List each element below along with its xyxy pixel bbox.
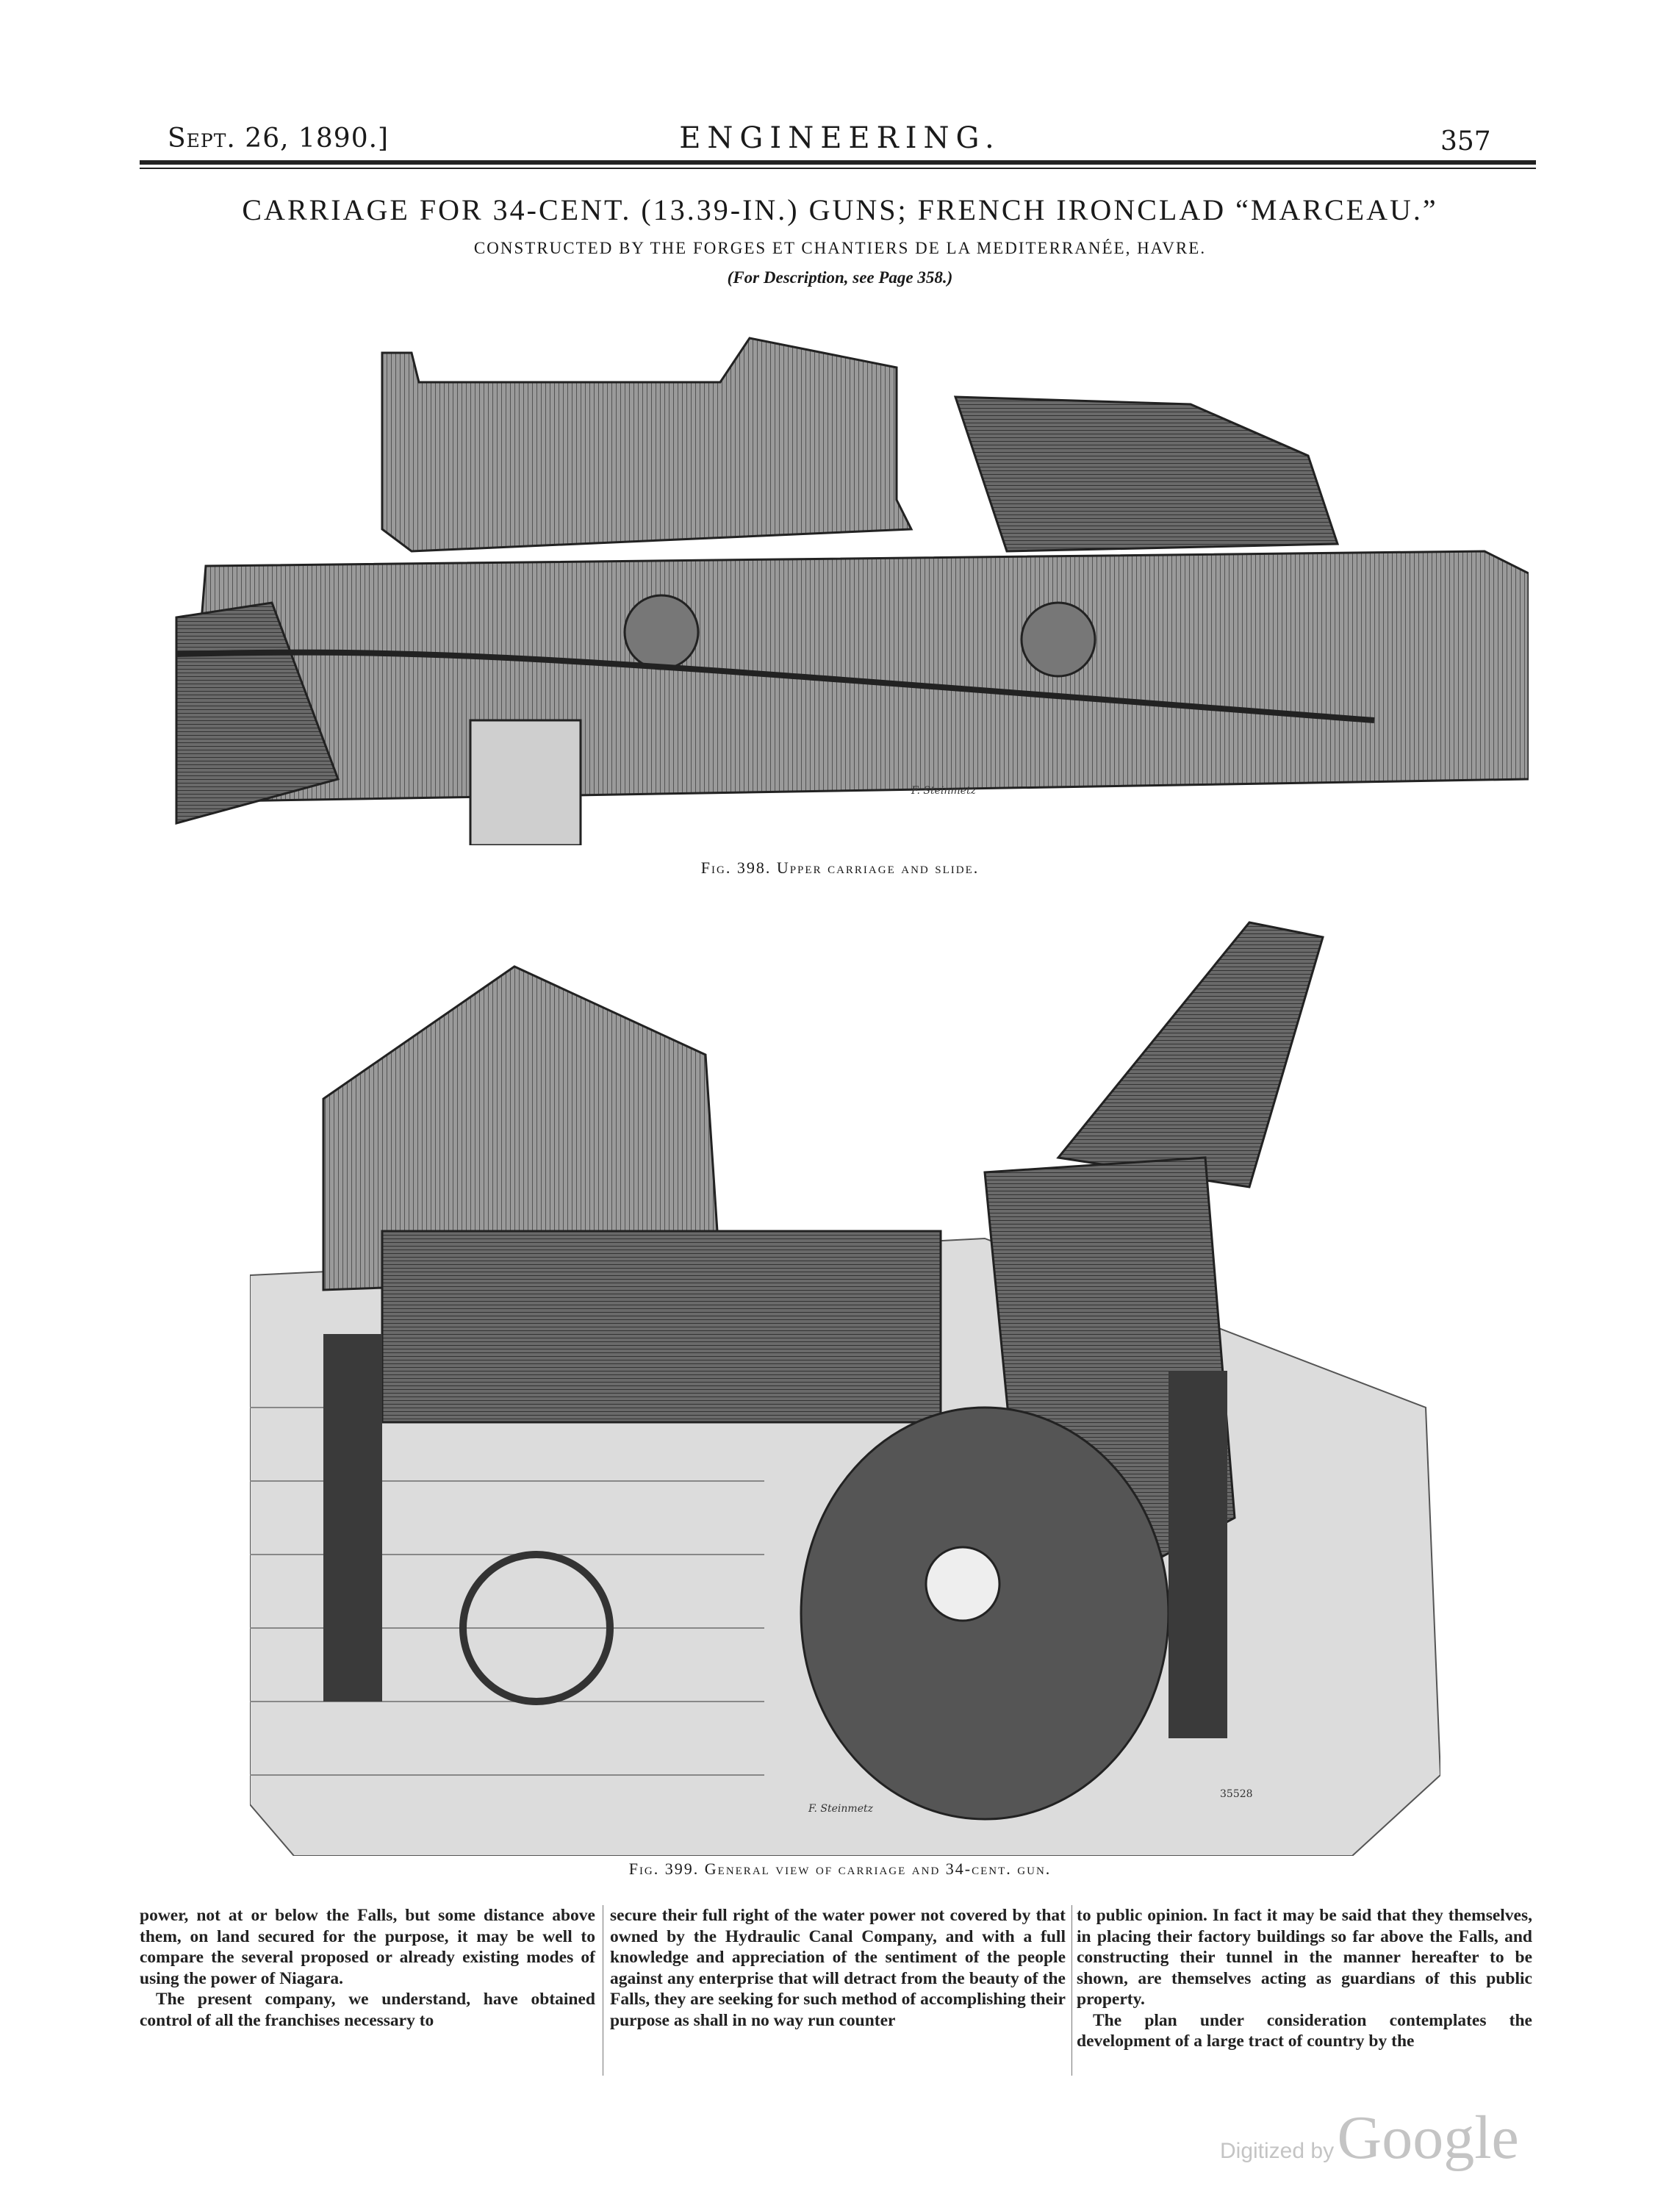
- figure-399-signature: F. Steinmetz: [808, 1803, 874, 1815]
- paragraph: The plan under consideration contemplate…: [1077, 2010, 1532, 2051]
- header-date: Sept. 26, 1890.]: [168, 123, 390, 154]
- figure-398-signature: F. Steinmetz: [911, 785, 977, 797]
- body-column-3: to public opinion. In fact it may be sai…: [1077, 1905, 1532, 2052]
- paragraph: The present company, we understand, have…: [140, 1990, 595, 2030]
- header-rule-thick: [140, 160, 1536, 165]
- body-column-2: secure their full right of the water pow…: [610, 1905, 1066, 2031]
- watermark-brand: Google: [1337, 2104, 1519, 2172]
- header-rule-thin: [140, 168, 1536, 169]
- description-reference: (For Description, see Page 358.): [727, 268, 953, 287]
- article-subtitle: CONSTRUCTED BY THE FORGES ET CHANTIERS D…: [473, 239, 1207, 257]
- figure-399-illustration: F. Steinmetz 35528: [250, 893, 1440, 1856]
- google-watermark: Digitized by Google: [1220, 2102, 1519, 2173]
- article-title: CARRIAGE FOR 34-CENT. (13.39-IN.) GUNS; …: [242, 193, 1438, 226]
- paragraph: secure their full right of the water pow…: [610, 1906, 1066, 2030]
- page-number: 357: [1440, 126, 1491, 157]
- figure-398-illustration: F. Steinmetz: [162, 309, 1529, 845]
- figure-399-caption: Fig. 399. General view of carriage and 3…: [628, 1860, 1052, 1878]
- body-column-1: power, not at or below the Falls, but so…: [140, 1905, 595, 2031]
- paragraph: power, not at or below the Falls, but so…: [140, 1906, 595, 1988]
- watermark-prefix: Digitized by: [1220, 2139, 1335, 2163]
- paragraph: to public opinion. In fact it may be sai…: [1077, 1906, 1532, 2009]
- column-divider: [1071, 1905, 1072, 2076]
- figure-398-caption: Fig. 398. Upper carriage and slide.: [700, 858, 980, 877]
- journal-title: ENGINEERING.: [679, 121, 1001, 155]
- figure-399-plate-number: 35528: [1220, 1788, 1253, 1800]
